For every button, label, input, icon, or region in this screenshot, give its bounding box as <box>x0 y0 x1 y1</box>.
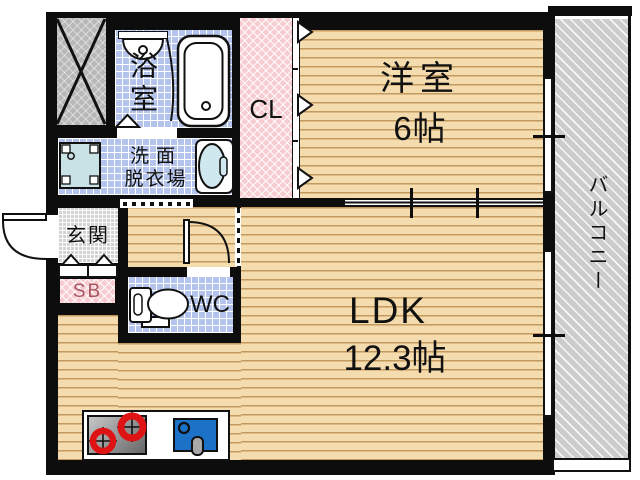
balcony-rail-top <box>548 6 632 16</box>
bathroom-threshold <box>117 128 177 138</box>
dotted-line <box>123 202 190 206</box>
washroom-label-line1: 洗面 <box>129 146 182 167</box>
bathroom-label: 浴室 <box>127 50 158 117</box>
shoe-box <box>60 279 115 303</box>
stove <box>87 415 147 455</box>
closet-bifold-door <box>292 18 300 198</box>
bifold-joint <box>293 140 298 142</box>
balcony-label: バルコニー <box>585 174 607 294</box>
western-room-floor <box>300 30 543 198</box>
ldk-floor-main <box>241 207 543 460</box>
closet-label: CL <box>249 94 283 124</box>
pipe-shaft-area <box>57 18 106 125</box>
entrance-step <box>58 264 118 278</box>
balcony-edge-bottom <box>552 458 631 472</box>
window-tick <box>533 135 565 138</box>
entrance-door-opening <box>46 215 58 258</box>
dashed-line <box>236 208 240 266</box>
washroom-opening-dotted <box>120 199 193 208</box>
bifold-joint <box>293 68 298 70</box>
toilet-label: WC <box>190 291 230 318</box>
entrance-door-arc <box>2 220 47 260</box>
bathroom-door-bar <box>118 31 168 39</box>
ldk-window <box>543 250 553 417</box>
wc-door-leaf <box>183 219 190 264</box>
washroom-label-line2: 脱衣場 <box>124 169 188 190</box>
step-divider <box>87 266 89 276</box>
balcony-floor <box>555 19 628 460</box>
closet-floor <box>240 18 292 198</box>
wc-threshold <box>187 267 230 277</box>
sliding-door-track <box>345 198 543 207</box>
window-tick <box>533 334 565 337</box>
entrance-door-leaf <box>2 213 47 221</box>
kitchen-sink <box>173 418 218 452</box>
ldk-size: 12.3帖 <box>343 339 447 378</box>
entrance-label: 玄関 <box>66 225 110 247</box>
shoe-box-label: SB <box>72 281 103 302</box>
sliding-door-tick <box>476 188 479 218</box>
ldk-label: LDK <box>349 290 427 331</box>
western-room-size: 6帖 <box>393 110 447 147</box>
hall-ldk-opening-dashed <box>235 208 241 266</box>
sliding-door-tick <box>410 188 413 218</box>
western-room-label: 洋室 <box>380 60 460 98</box>
balcony-rail-right <box>628 6 631 472</box>
